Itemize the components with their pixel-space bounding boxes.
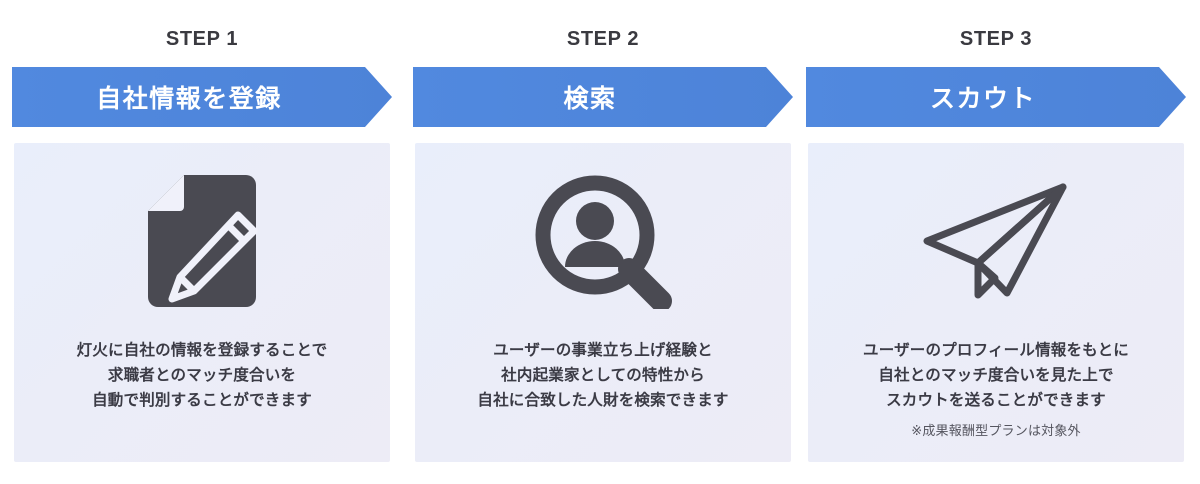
person-search-icon — [535, 175, 672, 309]
step-note-3: ※成果報酬型プランは対象外 — [911, 423, 1081, 439]
paper-plane-icon — [923, 183, 1067, 298]
step-card-2: ユーザーの事業立ち上げ経験と 社内起業家としての特性から 自社に合致した人財を検… — [415, 143, 791, 462]
arrow-banner-shape-icon — [413, 67, 793, 127]
step-description-1: 灯火に自社の情報を登録することで 求職者とのマッチ度合いを 自動で判別することが… — [76, 342, 328, 410]
step-banner-3: スカウト — [806, 67, 1186, 127]
step-icon-3 — [921, 143, 1071, 338]
step-icon-2 — [533, 143, 673, 338]
arrow-banner-shape-icon — [806, 67, 1186, 127]
step-banner-1: 自社情報を登録 — [12, 67, 392, 127]
step-column-2: STEP 2 検索 — [413, 0, 793, 484]
step-banner-2: 検索 — [413, 67, 793, 127]
step-caption-1: STEP 1 — [165, 28, 239, 50]
step-card-1: 灯火に自社の情報を登録することで 求職者とのマッチ度合いを 自動で判別することが… — [14, 143, 390, 462]
step-banner-label-1: 自社情報を登録 — [96, 85, 282, 113]
step-caption-2: STEP 2 — [566, 28, 640, 50]
step-card-3: ユーザーのプロフィール情報をもとに 自社とのマッチ度合いを見た上で スカウトを送… — [808, 143, 1184, 462]
step-banner-label-3: スカウト — [929, 85, 1036, 113]
step-caption-3: STEP 3 — [959, 28, 1033, 50]
document-pencil-icon — [148, 174, 258, 307]
step-banner-label-2: 検索 — [563, 85, 617, 113]
step-description-2: ユーザーの事業立ち上げ経験と 社内起業家としての特性から 自社に合致した人財を検… — [477, 342, 729, 410]
step-description-3: ユーザーのプロフィール情報をもとに 自社とのマッチ度合いを見た上で スカウトを送… — [863, 342, 1129, 410]
arrow-banner-shape-icon — [12, 67, 392, 127]
step-column-1: STEP 1 自社情報を登録 — [12, 0, 392, 484]
step-icon-1 — [142, 143, 262, 338]
step-column-3: STEP 3 スカウト — [806, 0, 1186, 484]
